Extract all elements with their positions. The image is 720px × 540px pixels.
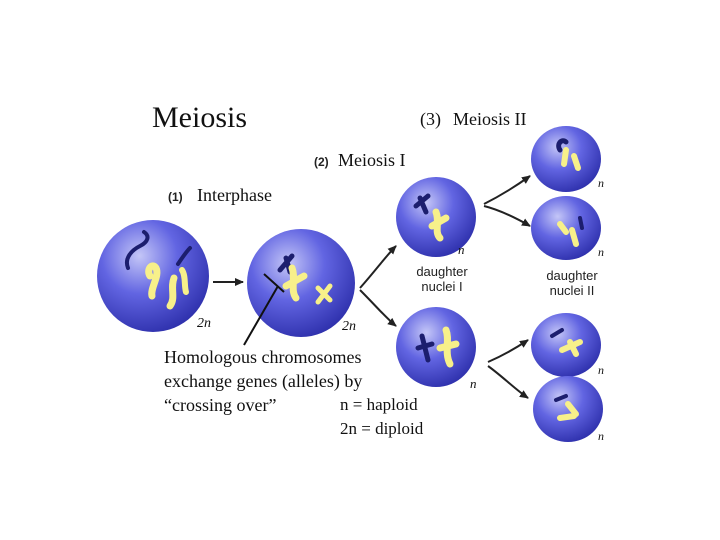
annotation-line-1: Homologous chromosomes: [164, 347, 362, 367]
cell-meiosis2-1: n: [531, 126, 604, 192]
arrow-to-m2-cell-1: [483, 175, 531, 205]
ploidy-label-n: n: [458, 242, 465, 257]
stage-label-meiosis2: Meiosis II: [453, 109, 527, 129]
cell-meiosis1-start: 2n: [247, 229, 356, 337]
cell-meiosis2-3: n: [531, 313, 604, 377]
stage-number-2: (2): [314, 155, 329, 169]
ploidy-label-n: n: [598, 176, 604, 190]
stage-label-meiosis1: Meiosis I: [338, 150, 406, 170]
chromosome-yellow: [557, 221, 579, 247]
ploidy-label-n: n: [470, 376, 477, 391]
daughter-nuclei-2-label: daughter nuclei II: [546, 268, 598, 298]
chromosome-dark: [554, 394, 568, 402]
daughter-nuclei-1-line1: daughter: [416, 264, 468, 279]
chromosome-dark: [578, 216, 584, 230]
arrow-to-m2-cell-2: [483, 205, 531, 227]
annotation-line-3: “crossing over”: [164, 395, 276, 415]
cell-body: [396, 307, 476, 387]
crossing-over-pointer: [243, 273, 285, 346]
chromosome-yellow: [166, 274, 178, 310]
chromosome-yellow: [282, 264, 308, 302]
chromosome-dark: [413, 193, 431, 215]
chromosome-yellow: [561, 147, 581, 171]
arrow-to-m2-cell-3: [487, 339, 529, 363]
chromosome-dark: [415, 333, 435, 363]
cell-body: [533, 376, 603, 442]
cell-daughter-1-top: n: [396, 177, 476, 257]
arrow-to-daughter-top: [359, 245, 397, 289]
stage-meiosis1-heading: (2) Meiosis I: [314, 150, 406, 170]
legend-diploid: 2n = diploid: [340, 419, 424, 438]
stage-interphase-heading: (1) Interphase: [168, 185, 272, 205]
chromosome-dark: [550, 328, 564, 338]
stage-label-interphase: Interphase: [197, 185, 272, 205]
crossing-over-annotation: Homologous chromosomes exchange genes (a…: [164, 347, 362, 415]
ploidy-label-2n: 2n: [342, 319, 356, 334]
stage-number-1: (1): [168, 190, 183, 204]
chromosome-yellow: [559, 339, 583, 357]
chromosome-yellow: [557, 401, 579, 421]
chromosome-yellow: [436, 326, 460, 368]
chromosome-dark: [125, 230, 150, 270]
ploidy-label-n: n: [598, 363, 604, 377]
legend-haploid: n = haploid: [340, 395, 418, 414]
cell-meiosis2-2: n: [531, 196, 604, 260]
daughter-nuclei-1-line2: nuclei I: [421, 279, 462, 294]
cell-meiosis2-4: n: [533, 376, 604, 443]
chromosome-yellow: [315, 283, 333, 305]
cell-interphase: 2n: [97, 220, 211, 332]
chromosome-yellow: [179, 267, 189, 295]
ploidy-label-2n: 2n: [197, 316, 211, 331]
chromosome-dark: [556, 138, 569, 153]
chromosome-yellow: [145, 262, 161, 300]
ploidy-label-n: n: [598, 245, 604, 259]
diagram-title: Meiosis: [152, 101, 247, 134]
chromosome-dark: [176, 246, 192, 266]
stage-number-3: (3): [420, 109, 441, 130]
arrow-to-daughter-bottom: [359, 289, 397, 327]
stage-meiosis2-heading: (3) Meiosis II: [420, 109, 527, 130]
daughter-nuclei-2-line1: daughter: [546, 268, 598, 283]
daughter-nuclei-1-label: daughter nuclei I: [416, 264, 468, 294]
cell-body: [247, 229, 355, 337]
chromosome-yellow: [428, 208, 450, 242]
daughter-nuclei-2-line2: nuclei II: [550, 283, 595, 298]
arrow-to-m2-cell-4: [487, 365, 529, 399]
ploidy-legend: n = haploid 2n = diploid: [340, 395, 424, 438]
annotation-line-2: exchange genes (alleles) by: [164, 371, 362, 392]
cell-daughter-1-bottom: n: [396, 307, 477, 391]
ploidy-label-n: n: [598, 429, 604, 443]
